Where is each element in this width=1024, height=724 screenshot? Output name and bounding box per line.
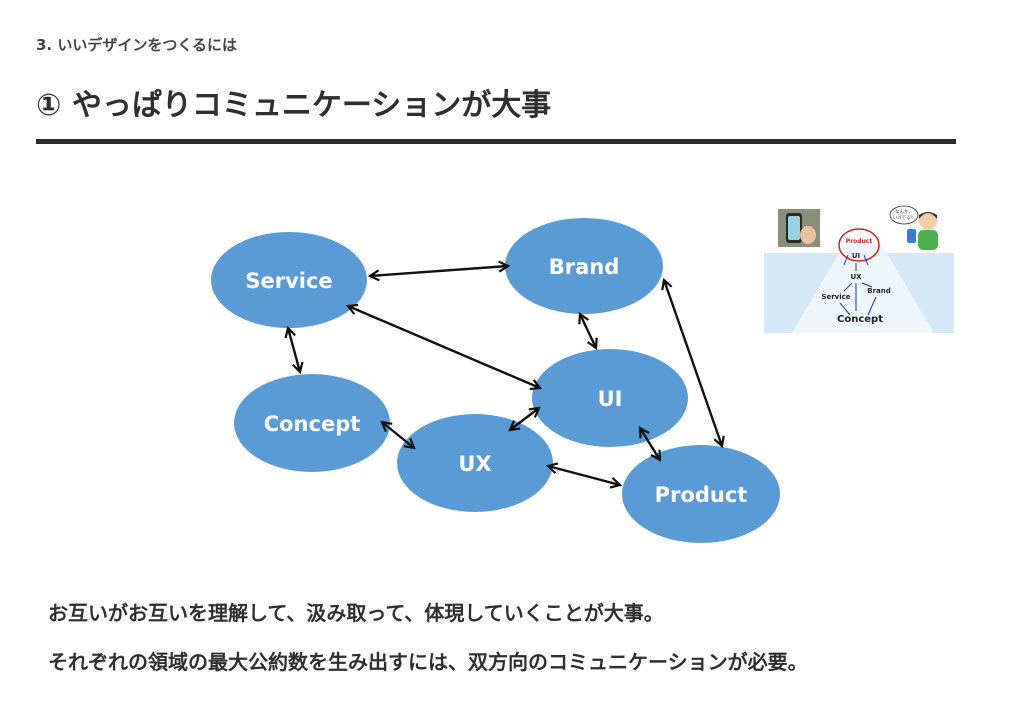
- title-divider: [36, 139, 956, 144]
- arrow-concept-ux: [382, 422, 414, 448]
- thumb-label-ux: UX: [850, 273, 862, 281]
- node-concept: [234, 374, 390, 472]
- thumbnail-illustration: なんか、 いけてる！ Product UI UX Service Brand C…: [764, 205, 954, 333]
- arrow-ux-product: [548, 466, 620, 485]
- node-service: [211, 232, 367, 328]
- arrow-service-ui: [348, 306, 540, 388]
- node-label-product: Product: [655, 483, 748, 507]
- body-text-line-1: お互いがお互いを理解して、汲み取って、体現していくことが大事。: [48, 601, 664, 625]
- arrow-brand-ui: [580, 314, 596, 348]
- thumb-label-service: Service: [821, 293, 850, 301]
- arrow-brand-product: [664, 280, 722, 446]
- node-label-service: Service: [245, 269, 332, 293]
- product-highlight: [838, 228, 880, 262]
- node-ux: [397, 414, 553, 512]
- arrow-ui-product: [640, 428, 660, 460]
- arrow-service-concept: [288, 328, 300, 372]
- thumb-label-brand: Brand: [867, 287, 891, 295]
- bubble-text-2: いけてる！: [893, 215, 916, 221]
- thumb-label-product: Product: [846, 238, 873, 245]
- thumb-label-ui: UI: [852, 252, 860, 260]
- bubble-text-1: なんか、: [895, 208, 913, 215]
- node-product: [622, 445, 780, 543]
- node-label-brand: Brand: [549, 255, 620, 279]
- summary-thumbnail: なんか、 いけてる！ Product UI UX Service Brand C…: [764, 205, 954, 333]
- arrow-ux-ui: [510, 408, 539, 430]
- speech-bubble: [889, 205, 919, 225]
- node-ui: [532, 349, 688, 447]
- node-label-concept: Concept: [264, 412, 361, 436]
- node-brand: [505, 218, 663, 314]
- body-text-line-2: それぞれの領域の最大公約数を生み出すには、双方向のコミュニケーションが必要。: [48, 650, 808, 674]
- person-illustration: [907, 212, 938, 250]
- node-label-ui: UI: [598, 387, 623, 411]
- thumb-label-concept: Concept: [837, 314, 883, 325]
- arrow-service-brand: [370, 266, 508, 276]
- breadcrumb: 3. いいデザインをつくるには: [36, 36, 238, 54]
- page-title: ① やっぱりコミュニケーションが大事: [36, 88, 552, 123]
- node-label-ux: UX: [458, 452, 491, 476]
